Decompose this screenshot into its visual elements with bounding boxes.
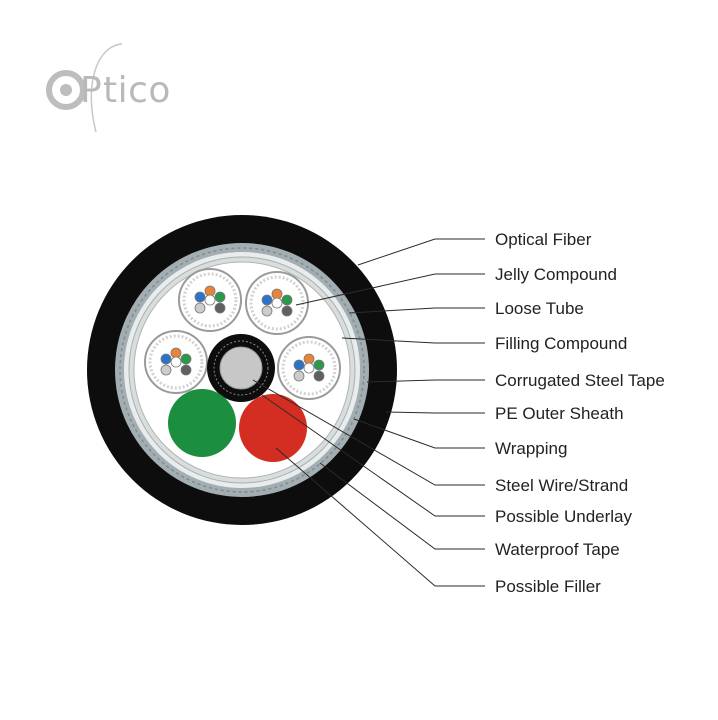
- leader-filling-compound: [341, 337, 485, 344]
- optical-fiber: [313, 370, 325, 382]
- steel-strand-wrap: [213, 340, 269, 396]
- optical-fiber: [194, 291, 206, 303]
- possible-filler-green: [168, 389, 236, 457]
- leader-jelly-compound: [295, 273, 485, 306]
- jelly-compound-ring: [148, 334, 204, 390]
- optical-fiber: [261, 305, 273, 317]
- label-pe-outer-sheath: PE Outer Sheath: [495, 404, 624, 423]
- logo-emblem-letter: P: [80, 70, 102, 111]
- optical-fiber: [303, 353, 315, 365]
- optical-fiber: [180, 353, 192, 365]
- possible-filler-red: [239, 394, 307, 462]
- optico-logo: P tico: [46, 43, 171, 133]
- optical-fiber: [180, 364, 192, 376]
- label-filling-compound: Filling Compound: [495, 334, 627, 353]
- leader-lines: [252, 238, 485, 587]
- optical-fiber: [271, 297, 283, 309]
- callout-labels: Optical Fiber Jelly Compound Loose Tube …: [495, 230, 665, 596]
- leader-pe-outer-sheath: [385, 411, 485, 414]
- optical-fiber: [170, 347, 182, 359]
- optical-fiber: [160, 364, 172, 376]
- leader-possible-filler: [275, 447, 485, 587]
- leader-loose-tube: [348, 307, 485, 314]
- optical-fiber: [170, 356, 182, 368]
- label-loose-tube: Loose Tube: [495, 299, 584, 318]
- optical-fiber: [204, 294, 216, 306]
- optical-fiber: [293, 359, 305, 371]
- steel-tape-ridge: [119, 247, 365, 493]
- leader-optical-fiber: [357, 238, 485, 266]
- optical-fiber: [281, 294, 293, 306]
- label-possible-filler: Possible Filler: [495, 577, 601, 596]
- optical-fiber: [303, 362, 315, 374]
- optical-fiber: [313, 359, 325, 371]
- label-possible-underlay: Possible Underlay: [495, 507, 633, 526]
- optical-fiber: [271, 288, 283, 300]
- leader-wrapping: [353, 418, 485, 449]
- leader-waterproof-tape: [319, 462, 485, 550]
- optical-fiber: [214, 302, 226, 314]
- steel-wire-strand: [219, 346, 263, 390]
- logo-emblem-center-icon: [60, 84, 72, 96]
- cable: [87, 215, 397, 525]
- label-steel-wire-strand: Steel Wire/Strand: [495, 476, 628, 495]
- optical-fiber: [194, 302, 206, 314]
- logo-wordmark: tico: [103, 70, 171, 111]
- logo-emblem-icon: [46, 70, 86, 110]
- optical-fiber: [281, 305, 293, 317]
- loose-tube-2: [245, 271, 309, 335]
- jelly-compound-ring: [281, 340, 337, 396]
- leader-possible-underlay: [261, 394, 485, 517]
- label-wrapping: Wrapping: [495, 439, 567, 458]
- optical-fiber: [204, 285, 216, 297]
- label-jelly-compound: Jelly Compound: [495, 265, 617, 284]
- optical-fiber: [261, 294, 273, 306]
- logo-swoosh-icon: [90, 43, 123, 133]
- loose-tubes: [144, 268, 341, 400]
- loose-tube-4: [277, 336, 341, 400]
- leader-corrugated-steel-tape: [366, 379, 485, 383]
- loose-tube-1: [178, 268, 242, 332]
- loose-tube-3: [144, 330, 208, 394]
- leader-steel-wire-strand: [252, 379, 485, 486]
- label-corrugated-steel-tape: Corrugated Steel Tape: [495, 371, 665, 390]
- optical-fiber: [293, 370, 305, 382]
- optical-fiber: [214, 291, 226, 303]
- optical-fiber: [160, 353, 172, 365]
- label-optical-fiber: Optical Fiber: [495, 230, 592, 249]
- strength-member: [207, 334, 275, 402]
- jelly-compound-ring: [182, 272, 238, 328]
- label-waterproof-tape: Waterproof Tape: [495, 540, 620, 559]
